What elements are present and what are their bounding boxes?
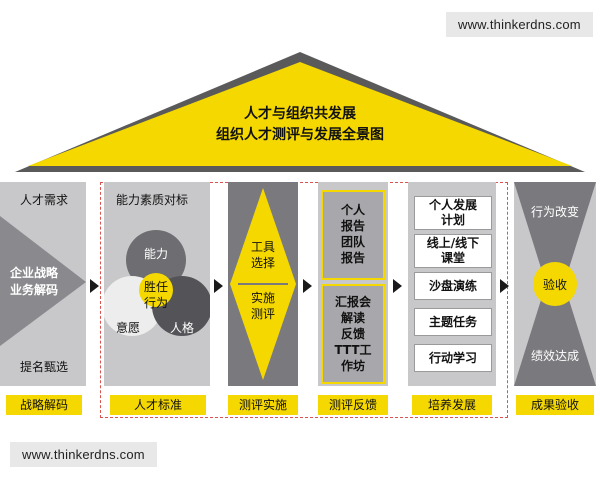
col3-label: 测评实施 bbox=[228, 395, 298, 415]
col5-item-1-line2: 计划 bbox=[440, 213, 465, 227]
col6-bottom-text: 绩效达成 bbox=[530, 349, 579, 363]
col4-box1-line4: 报告 bbox=[340, 251, 365, 265]
col4-box2-line2: 解读 bbox=[340, 311, 365, 325]
col5-item-5: 行动学习 bbox=[414, 344, 492, 372]
col1-top-text: 人才需求 bbox=[20, 193, 69, 207]
col4-box1-line2: 报告 bbox=[340, 219, 365, 233]
col1-label: 战略解码 bbox=[6, 395, 82, 415]
arrow-3-4 bbox=[303, 279, 312, 293]
col4-box2-line1: 汇报会 bbox=[334, 295, 371, 309]
center-line2: 行为 bbox=[143, 296, 168, 310]
center-line1: 胜任 bbox=[143, 280, 168, 294]
col3-item2-line1: 实施 bbox=[250, 291, 275, 305]
col5-item-1: 个人发展 计划 bbox=[414, 196, 492, 230]
col3-item1-line2: 选择 bbox=[250, 256, 275, 270]
col3-item1-line1: 工具 bbox=[250, 240, 275, 254]
col2-top-text: 能力素质对标 bbox=[116, 193, 189, 207]
col6-center-text: 验收 bbox=[542, 278, 567, 292]
col4-box2-line3: 反馈 bbox=[340, 327, 365, 341]
col4-box1 bbox=[321, 190, 385, 280]
watermark-top: www.thinkerdns.com bbox=[446, 12, 593, 37]
watermark-bottom: www.thinkerdns.com bbox=[10, 442, 157, 467]
roof-title-line1: 人才与组织共发展 bbox=[244, 106, 356, 122]
col3-item2-line2: 测评 bbox=[250, 307, 275, 321]
col5-item-3: 沙盘演练 bbox=[414, 272, 492, 300]
col4-label: 测评反馈 bbox=[318, 395, 388, 415]
col4-box2-line4: TTT工 bbox=[334, 343, 372, 357]
circle-will-label: 意愿 bbox=[115, 321, 140, 335]
col1-middle-line1: 企业战略 bbox=[10, 266, 59, 280]
roof-shape bbox=[15, 52, 585, 172]
arrow-4-5 bbox=[393, 279, 402, 293]
circle-ability-label: 能力 bbox=[143, 247, 168, 261]
col5-item-3-line1: 沙盘演练 bbox=[428, 278, 477, 293]
arrow-5-6 bbox=[500, 279, 509, 293]
col5-item-4: 主题任务 bbox=[414, 308, 492, 336]
col1-bottom-text: 提名甄选 bbox=[20, 360, 69, 374]
col6-label: 成果验收 bbox=[516, 395, 594, 415]
col5-item-2: 线上/线下 课堂 bbox=[414, 234, 492, 268]
col5-item-2-line1: 线上/线下 bbox=[426, 236, 480, 250]
col1-arrow-shape bbox=[0, 216, 86, 346]
dashed-region bbox=[100, 182, 508, 418]
col5-item-5-line1: 行动学习 bbox=[428, 350, 477, 365]
col4-box2 bbox=[321, 284, 385, 384]
col5-item-4-line1: 主题任务 bbox=[428, 314, 477, 329]
col2-circles bbox=[104, 230, 210, 336]
col4-box1-line1: 个人 bbox=[340, 203, 365, 217]
col6-hourglass bbox=[514, 182, 596, 386]
col5-item-2-line2: 课堂 bbox=[440, 251, 465, 265]
col4-box1-line3: 团队 bbox=[340, 235, 365, 249]
arrow-2-3 bbox=[214, 279, 223, 293]
roof-title-line2: 组织人才测评与发展全景图 bbox=[216, 127, 384, 143]
col5-item-1-line1: 个人发展 bbox=[428, 198, 477, 212]
col1-middle-line2: 业务解码 bbox=[10, 283, 59, 297]
col2-label: 人才标准 bbox=[110, 395, 206, 415]
col3-diamond bbox=[230, 188, 296, 380]
col6-top-text: 行为改变 bbox=[530, 205, 579, 219]
col4-box2-line5: 作坊 bbox=[340, 359, 365, 373]
col5-label: 培养发展 bbox=[412, 395, 492, 415]
circle-character-label: 人格 bbox=[169, 321, 194, 335]
arrow-1-2 bbox=[90, 279, 99, 293]
